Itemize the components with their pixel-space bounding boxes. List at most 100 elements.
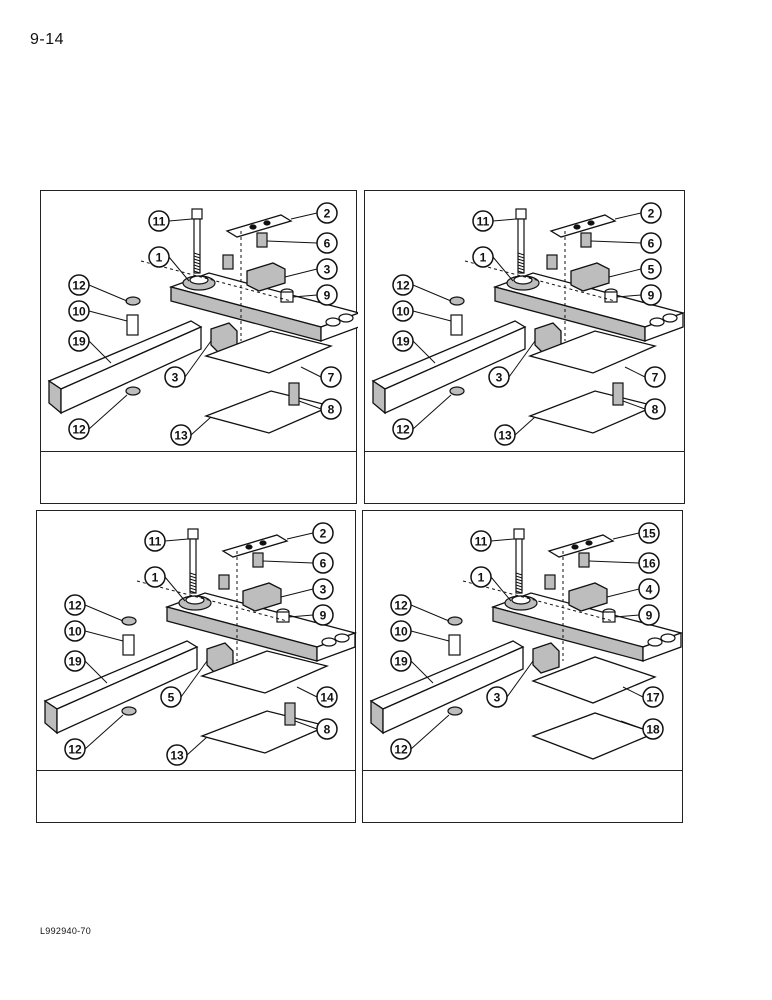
- frame-rail-side: [382, 646, 524, 735]
- callout-1-label: 11: [153, 215, 166, 229]
- callout-9-leader: [84, 660, 108, 684]
- callout-6-label: 12: [394, 599, 408, 613]
- callout-4-label: 1: [478, 571, 485, 585]
- bolt-thread: [515, 587, 523, 591]
- alignment-line: [136, 580, 288, 622]
- callout-12-label: 18: [646, 723, 660, 737]
- callout-13-leader: [410, 714, 450, 750]
- strap-hole-1: [573, 224, 581, 230]
- bolt-thread: [193, 258, 201, 262]
- strap-hole-2: [587, 220, 595, 226]
- bolt-thread: [189, 587, 197, 591]
- callout-14-leader: [186, 736, 208, 756]
- callout-1-leader: [490, 538, 515, 542]
- bolt-thread: [515, 584, 523, 588]
- callout-3-leader: [590, 240, 642, 244]
- bushing-lower: [222, 254, 234, 270]
- callout-10-leader: [506, 660, 534, 698]
- bolt-thread: [517, 267, 525, 271]
- callout-14-leader: [190, 416, 212, 436]
- callout-4-leader: [164, 576, 186, 602]
- washer-upper: [125, 296, 141, 306]
- lower-plate: [203, 390, 334, 434]
- callout-3-label: 6: [324, 237, 331, 251]
- callout-8-leader: [412, 310, 452, 322]
- spacer-10: [122, 634, 135, 656]
- callout-2-label: 2: [648, 207, 655, 221]
- callout-3-leader: [588, 560, 640, 564]
- callout-4-label: 1: [152, 571, 159, 585]
- callout-12-leader: [298, 400, 322, 410]
- callout-10-leader: [184, 340, 212, 378]
- callout-2-leader: [286, 532, 314, 540]
- callout-2-leader: [612, 532, 640, 540]
- bolt-shank: [193, 218, 201, 274]
- clamp-block: [242, 582, 282, 612]
- callout-4-label: 1: [480, 251, 487, 265]
- plate-spacer: [612, 382, 624, 406]
- bolt-thread: [189, 572, 197, 576]
- callout-7-label: 9: [646, 609, 653, 623]
- upper-strap: [549, 214, 617, 238]
- callout-12-leader: [622, 400, 646, 410]
- callout-6-label: 12: [68, 599, 82, 613]
- upper-plate: [199, 650, 330, 694]
- alignment-line: [140, 260, 292, 302]
- callout-13-leader: [88, 394, 128, 430]
- callout-6-leader: [84, 604, 124, 622]
- callout-7-leader: [288, 614, 314, 618]
- callout-13-leader: [412, 394, 452, 430]
- callout-8-label: 10: [394, 625, 408, 639]
- beam-hole-2: [338, 313, 354, 323]
- callout-5-leader: [284, 268, 318, 278]
- bolt-head: [515, 208, 527, 220]
- callout-1-circle: [470, 530, 492, 552]
- callout-8-leader: [88, 310, 128, 322]
- washer-upper: [447, 616, 463, 626]
- callout-13-label: 12: [394, 743, 408, 757]
- beam-hole-1: [647, 637, 663, 647]
- callout-3-label: 6: [320, 557, 327, 571]
- plate-spacer: [288, 382, 300, 406]
- upper-strap: [225, 214, 293, 238]
- bolt-thread: [515, 575, 523, 579]
- callout-6-label: 12: [72, 279, 86, 293]
- bolt-thread: [193, 255, 201, 259]
- callout-11-label: 7: [652, 371, 659, 385]
- strap-hole-2: [259, 540, 267, 546]
- pivot-bore: [511, 595, 531, 605]
- bolt-thread: [517, 252, 525, 256]
- washer-lower: [447, 706, 463, 716]
- bushing-lower: [218, 574, 230, 590]
- document-code: L992940-70: [40, 926, 92, 936]
- bolt-thread: [517, 261, 525, 265]
- callout-12-label: 8: [328, 403, 335, 417]
- strap-hole-1: [249, 224, 257, 230]
- callout-2-label: 2: [324, 207, 331, 221]
- spacer-body: [280, 291, 294, 303]
- washer-lower: [449, 386, 465, 396]
- bolt-thread: [517, 264, 525, 268]
- callout-1-label: 11: [477, 215, 490, 229]
- beam-hole-2: [334, 633, 350, 643]
- callout-5-leader: [608, 268, 642, 278]
- strap-hole-2: [585, 540, 593, 546]
- callout-7-leader: [614, 614, 640, 618]
- bolt-thread: [189, 578, 197, 582]
- callout-9-label: 19: [396, 335, 410, 349]
- bushing-upper: [252, 552, 264, 568]
- frame-rail-side: [384, 326, 526, 415]
- washer-upper: [449, 296, 465, 306]
- callout-1-label: 11: [475, 535, 488, 549]
- callout-10-leader: [180, 660, 208, 698]
- beam-hole-1: [649, 317, 665, 327]
- upper-plate: [531, 656, 657, 704]
- callout-2-leader: [290, 212, 318, 220]
- pivot-bore: [513, 275, 533, 285]
- callout-7-label: 9: [320, 609, 327, 623]
- bushing-upper: [256, 232, 268, 248]
